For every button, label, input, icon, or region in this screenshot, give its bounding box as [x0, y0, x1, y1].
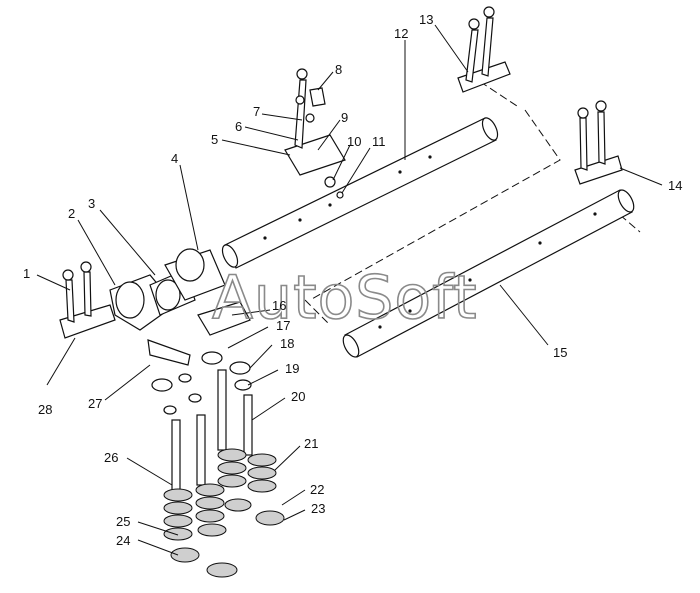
callout-1: 1: [23, 266, 30, 281]
callout-7: 7: [253, 104, 260, 119]
support-bracket-13: [457, 6, 511, 93]
callout-4: 4: [171, 151, 178, 166]
spring-left: [163, 488, 200, 563]
callout-27: 27: [88, 396, 102, 411]
callout-5: 5: [211, 132, 218, 147]
callout-24: 24: [116, 533, 130, 548]
callout-11: 11: [372, 134, 386, 149]
callout-3: 3: [88, 196, 95, 211]
left-bracket-assembly: [59, 261, 116, 339]
spring-right-2: [247, 453, 285, 526]
callout-10: 10: [347, 134, 361, 149]
callout-23: 23: [311, 501, 325, 516]
callout-21: 21: [304, 436, 318, 451]
callout-9: 9: [341, 110, 348, 125]
callout-2: 2: [68, 206, 75, 221]
center-support-assembly: [284, 68, 346, 199]
callout-14: 14: [668, 178, 682, 193]
callout-numbers: 1 2 3 4 5 6 7 8 9 10 11 12 13 14 15 16 1…: [23, 12, 682, 548]
callout-18: 18: [280, 336, 294, 351]
upper-rocker-shaft: [221, 117, 499, 269]
support-bracket-14: [574, 100, 623, 185]
callout-25: 25: [116, 514, 130, 529]
callout-13: 13: [419, 12, 433, 27]
rocker-arms: [147, 301, 251, 366]
callout-19: 19: [285, 361, 299, 376]
callout-15: 15: [553, 345, 567, 360]
spring-right-1: [217, 448, 252, 512]
callout-8: 8: [335, 62, 342, 77]
callout-12: 12: [394, 26, 408, 41]
spring-mid: [195, 483, 238, 578]
watermark: AutoSoft: [212, 263, 478, 333]
callout-26: 26: [104, 450, 118, 465]
leader-lines: [36, 24, 663, 556]
callout-20: 20: [291, 389, 305, 404]
callout-22: 22: [310, 482, 324, 497]
callout-17: 17: [276, 318, 290, 333]
callout-28: 28: [38, 402, 52, 417]
rocker-arm-housings: [109, 248, 226, 331]
callout-16: 16: [272, 298, 286, 313]
assembly-guide-lines: [304, 74, 641, 326]
callout-6: 6: [235, 119, 242, 134]
valve-springs-and-stems: [163, 369, 285, 578]
washers-and-nuts: [151, 351, 252, 415]
lower-rocker-shaft: [342, 189, 635, 358]
